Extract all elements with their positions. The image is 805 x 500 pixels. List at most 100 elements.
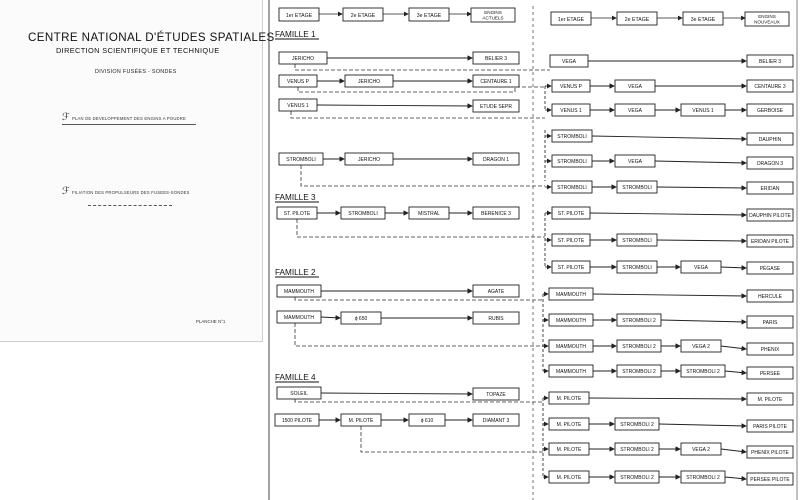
stage-box-label: PHENIX PILOTE [751,450,789,456]
stage-box-frame [548,313,594,327]
derivation-link [300,165,545,187]
stage-box-label: VEGA [562,59,577,65]
stage-box-stromboli-f3: STROMBOLI [340,206,386,220]
stage-box-frame [472,51,520,65]
stage-box-label: M. PILOTE [557,475,582,481]
stage-box-frame [746,366,794,380]
stage-box-label: ETUDE SEPR [480,104,512,110]
stage-box-frame [548,339,594,353]
stage-box-frame [548,391,590,405]
header-label: 2e ETAGE [625,17,650,23]
stage-box-stromboli2-g: STROMBOLI 2 [614,470,660,484]
stage-box-frame [472,311,520,325]
stage-box-label: VENUS 1 [692,108,714,114]
stage-box-label: 1500 PILOTE [282,418,313,424]
stage-box-label: STROMBOLI 2 [620,475,654,481]
stage-box-vega2-a: VEGA 2 [680,339,722,353]
stage-box-frame [616,364,662,378]
stage-box-label: STROMBOLI 2 [620,447,654,453]
stage-box-label: VENUS P [287,79,310,85]
subject-development-plan: PLAN DE DEVELOPPEMENT DES ENGINS A POUDR… [72,116,187,121]
stage-box-stromboli2-f: STROMBOLI 2 [614,442,660,456]
stage-box-mpilote-r4: M. PILOTE [548,470,590,484]
header-label: 2e ETAGE [351,13,376,19]
stage-column-header: 3e ETAGE [682,11,746,26]
stage-box-frame [680,103,726,117]
stage-box-label: JERICHO [292,56,314,62]
link-arrow [591,135,747,142]
stage-box-frame [746,181,794,195]
header-label: NOUVEAUX [754,20,780,25]
stage-box-venusP-r: VENUS P [551,79,591,93]
stage-box-label: VEGA 2 [692,344,710,350]
stage-box-frame [340,311,382,325]
stage-box-frame [472,99,520,113]
stage-box-label: BELIER 3 [485,56,507,62]
stage-box-stromboli-r1: STROMBOLI [551,129,593,143]
stage-box-stromboli-r2: STROMBOLI [551,154,593,168]
stage-box-label: STROMBOLI 2 [622,318,656,324]
stage-box-frame [548,417,590,431]
stage-box-frame [548,287,594,301]
stage-box-hercule: HERCULE [746,289,794,303]
stage-box-stpilote-r1: ST. PILOTE [551,206,591,220]
stage-box-mammouth-r3: MAMMOUTH [548,339,594,353]
stage-box-label: PERSEE [760,371,781,377]
stage-box-frame [680,364,726,378]
stage-box-stromboli2-b: STROMBOLI 2 [616,339,662,353]
stage-box-frame [746,156,794,170]
stage-box-frame [551,180,593,194]
header-frame [278,7,320,22]
stage-box-frame [551,260,591,274]
stage-box-frame [746,132,794,146]
stage-box-frame [614,79,656,93]
link-arrow [724,475,747,482]
stage-box-belier-r: BELIER 3 [746,54,794,68]
stage-box-frame [274,413,320,427]
stage-box-phenix: PHENIX [746,342,794,356]
stage-box-label: MAMMOUTH [556,344,586,350]
stage-box-frame [408,413,446,427]
stage-box-label: DRAGON 1 [483,157,509,163]
stage-box-label: M. PILOTE [758,397,783,403]
stage-box-jericho2: JERICHO [344,74,394,88]
stage-box-frame [278,74,318,88]
derivation-link [290,111,545,119]
stage-box-paris: PARIS [746,315,794,329]
stage-box-frame [340,413,382,427]
stage-box-label: VEGA [628,159,643,165]
link-arrow [720,265,747,271]
cover-page: CENTRE NATIONAL D'ÉTUDES SPATIALES DIREC… [0,0,274,342]
stage-column-header: 1er ETAGE [550,11,617,26]
stage-box-eridanp: ERIDAN PILOTE [746,234,794,248]
stage-box-rubis: RUBIS [472,311,520,325]
stage-box-label: GERBOISE [757,108,784,114]
stage-box-label: STROMBOLI 2 [622,369,656,375]
stage-box-d610: ϕ 610 [408,413,446,427]
stage-box-dragon1: DRAGON 1 [472,152,520,166]
family-title: FAMILLE 1 [275,30,316,39]
stage-box-label: JERICHO [358,157,380,163]
stage-box-frame [551,206,591,220]
stage-box-label: ERIDAN PILOTE [751,239,790,245]
stage-box-frame [472,387,520,401]
stage-box-label: VEGA [628,108,643,114]
stage-box-frame [548,470,590,484]
stage-box-stromboli2-d: STROMBOLI 2 [680,364,726,378]
stage-box-frame [746,289,794,303]
stage-box-dauphinp: DAUPHIN PILOTE [746,208,794,222]
family-title: FAMILLE 2 [275,268,316,277]
stage-box-label: STROMBOLI 2 [686,475,720,481]
stage-box-vega2-b: VEGA 2 [680,442,722,456]
stage-box-label: VEGA [628,84,643,90]
stage-box-stpilote-l: ST. PILOTE [276,206,318,220]
stage-box-label: DAUPHIN [759,137,782,143]
stage-box-frame [276,206,318,220]
stage-box-frame [551,129,593,143]
stage-box-parisp: PARIS PILOTE [746,419,794,433]
link-arrow [724,369,747,376]
stage-box-frame [616,339,662,353]
stage-box-stromboli2-e: STROMBOLI 2 [614,417,660,431]
